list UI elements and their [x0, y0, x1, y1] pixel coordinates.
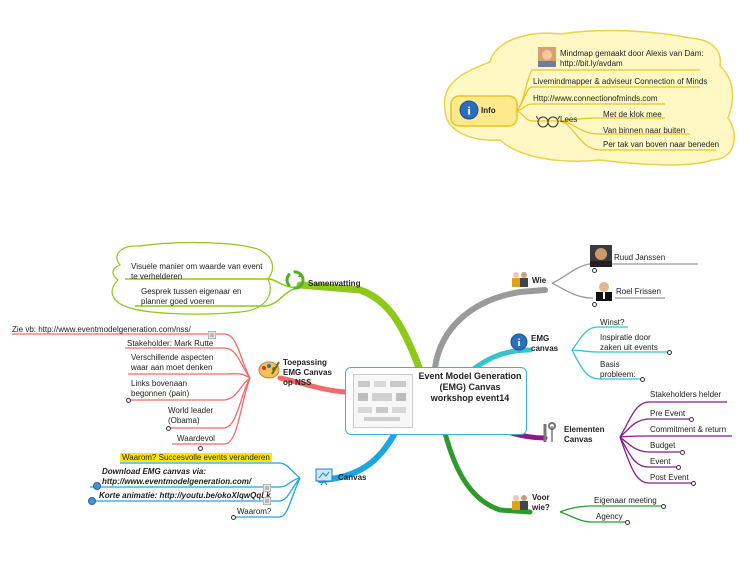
canvas-label: Canvas	[338, 473, 367, 482]
canvas-item-animatie[interactable]: Korte animatie: http://youtu.be/okoXlqwQ…	[99, 491, 271, 500]
wie-item-ruud: Ruud Janssen	[614, 253, 666, 262]
expand-marker[interactable]	[625, 520, 630, 525]
voor-wie-label: Voor wie?	[532, 493, 550, 512]
tools-icon	[540, 422, 558, 449]
svg-text:i: i	[517, 337, 520, 349]
elementen-label: Elementen Canvas	[564, 425, 605, 444]
samenvatting-label: Samenvatting	[308, 279, 361, 288]
people-icon	[510, 493, 530, 516]
info-lees-label: Lees	[560, 115, 578, 124]
toepassing-item-aspecten: Verschillende aspecten waar aan moet den…	[131, 353, 214, 372]
samenvatting-item-2: Gesprek tussen eigenaar en planner goed …	[141, 287, 242, 306]
emg-canvas-label: EMG canvas	[531, 334, 559, 353]
toepassing-item-leader: World leader (Obama)	[168, 406, 214, 425]
elementen-item-budget: Budget	[650, 441, 676, 450]
svg-text:i: i	[467, 104, 471, 118]
toepassing-item-waardevol: Waardevol	[177, 434, 215, 443]
toepassing-item-url[interactable]: Zie vb: http://www.eventmodelgeneration.…	[12, 325, 191, 334]
central-topic-title: Event Model Generation (EMG) Canvas work…	[418, 371, 522, 403]
expand-marker[interactable]	[126, 398, 131, 403]
voor-wie-item-eigenaar: Eigenaar meeting	[594, 496, 657, 505]
canvas-item-waarom: Waarom?	[237, 507, 272, 516]
avatar-roel	[593, 279, 615, 306]
info-icon: i	[459, 100, 479, 125]
expand-marker[interactable]	[231, 515, 236, 520]
expand-marker[interactable]	[592, 302, 597, 307]
avatar-alexis	[538, 47, 556, 72]
expand-marker[interactable]	[680, 450, 685, 455]
globe-icon	[93, 477, 101, 495]
info-icon: i	[510, 333, 528, 356]
toepassing-item-stakeholder: Stakeholder: Mark Rutte	[127, 339, 214, 348]
elementen-item-commitment: Commitment & return	[650, 425, 727, 434]
lees-item-2: Van binnen naar buiten	[603, 126, 686, 135]
info-label: Info	[481, 106, 496, 115]
expand-marker[interactable]	[592, 268, 597, 273]
expand-marker[interactable]	[198, 446, 203, 451]
canvas-item-download[interactable]: Download EMG canvas via: http://www.even…	[102, 467, 252, 486]
expand-marker[interactable]	[166, 426, 171, 431]
lees-item-3: Per tak van boven naar beneden	[603, 140, 720, 149]
info-cloud	[443, 29, 736, 166]
info-item-role: Livemindmapper & adviseur Connection of …	[533, 77, 708, 86]
emg-item-inspiratie: Inspiratie door zaken uit events	[600, 333, 658, 352]
samenvatting-item-1: Visuele manier om waarde van event te ve…	[131, 262, 263, 281]
expand-marker[interactable]	[640, 377, 645, 382]
expand-marker[interactable]	[661, 504, 666, 509]
globe-icon	[88, 492, 96, 510]
expand-marker[interactable]	[676, 465, 681, 470]
expand-marker[interactable]	[667, 350, 672, 355]
lees-item-1: Met de klok mee	[603, 110, 662, 119]
emg-item-winst: Winst?	[600, 318, 625, 327]
expand-marker[interactable]	[691, 481, 696, 486]
samenvatting-cloud	[111, 241, 274, 315]
recycle-arrows-icon	[285, 270, 305, 295]
info-item-url[interactable]: Http://www.connectionofminds.com	[533, 94, 658, 103]
expand-marker[interactable]	[689, 417, 694, 422]
wie-item-roel: Roel Frissen	[616, 287, 661, 296]
toepassing-item-links: Links bovenaan begonnen (pain)	[131, 379, 190, 398]
canvas-item-waarom-highlight: Waarom? Succesvolle events veranderen	[120, 453, 272, 463]
elementen-item-event: Event	[650, 457, 671, 466]
emg-item-basis: Basis probleem:	[600, 360, 636, 379]
elementen-item-post-event: Post Event	[650, 473, 689, 482]
elementen-item-pre-event: Pre Event	[650, 409, 686, 418]
voor-wie-item-agency: Agency	[596, 512, 623, 521]
avatar-ruud	[590, 245, 612, 272]
canvas-thumbnail-image	[353, 374, 413, 428]
people-icon	[510, 270, 530, 293]
elementen-item-stakeholders: Stakeholders helder	[650, 390, 722, 399]
canvas-board-icon	[315, 467, 333, 490]
canvas-item-highlight-text: Waarom? Succesvolle events veranderen	[120, 453, 272, 462]
toepassing-label: Toepassing EMG Canvas op NSS	[283, 358, 332, 387]
info-item-author: Mindmap gemaakt door Alexis van Dam: htt…	[560, 49, 704, 68]
glasses-icon	[535, 113, 561, 134]
wie-label: Wie	[532, 276, 547, 285]
paint-palette-icon	[258, 360, 280, 385]
